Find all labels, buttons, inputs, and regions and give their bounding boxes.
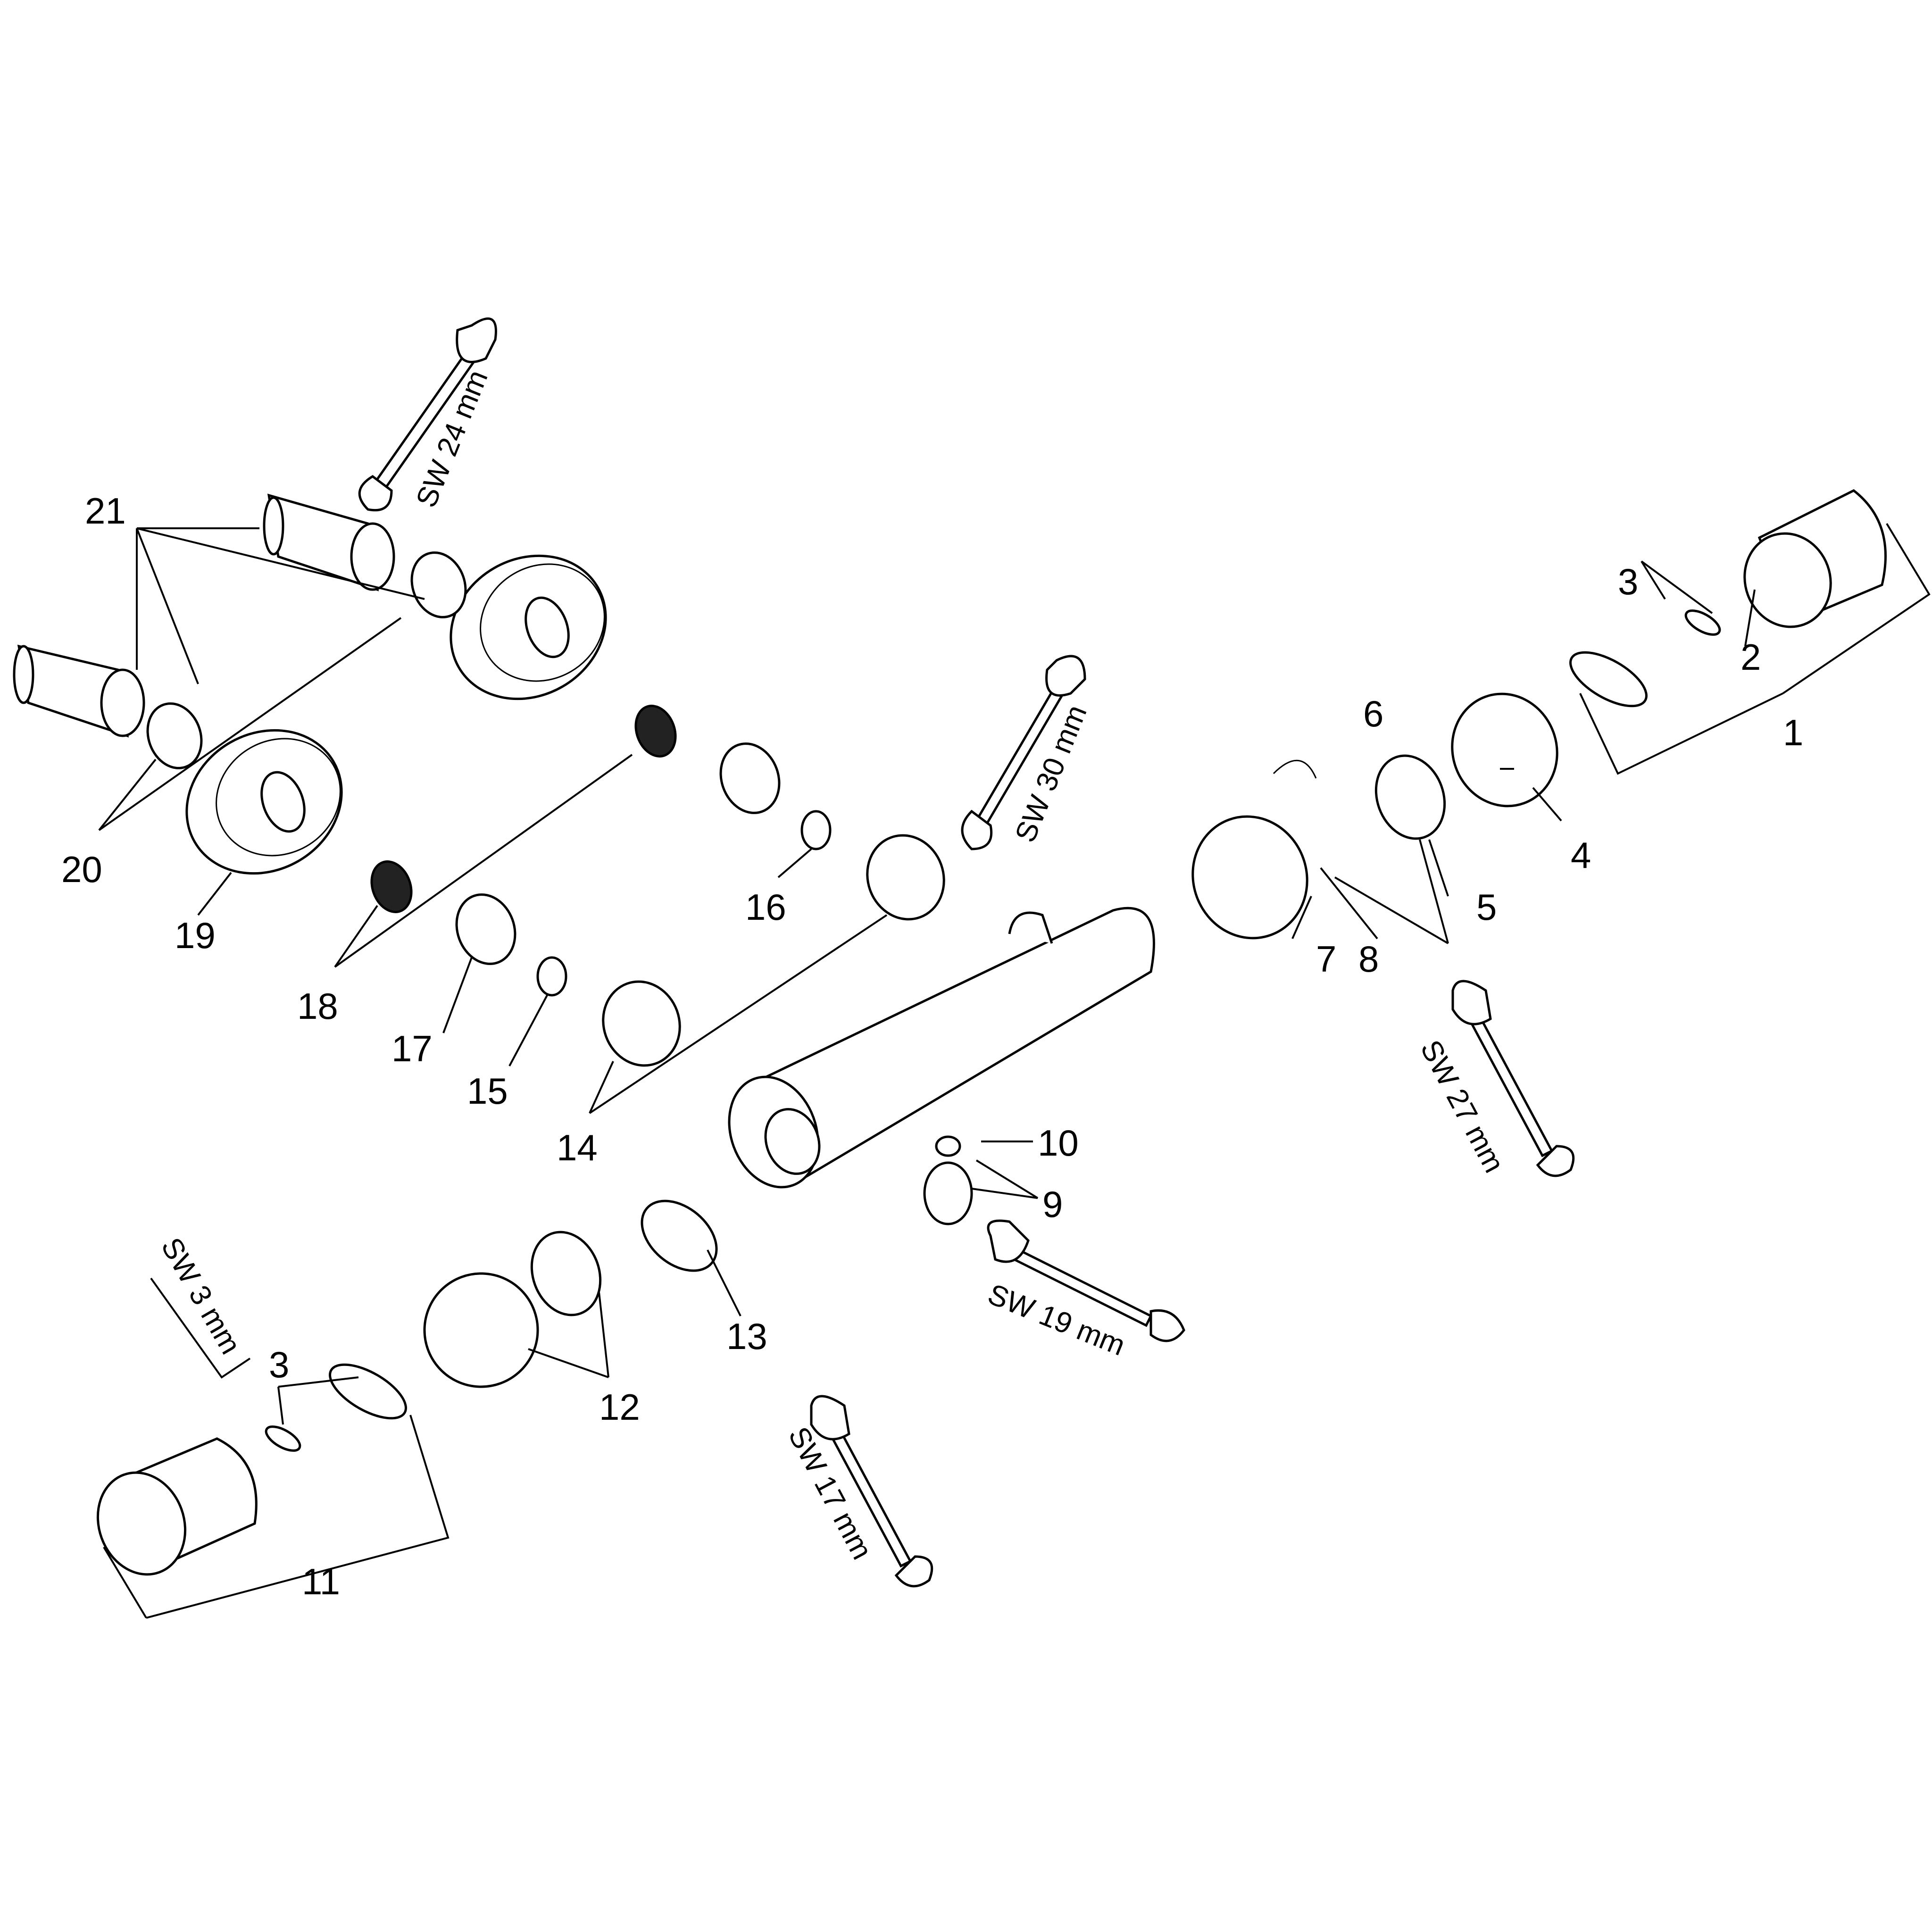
wrench-sw27-icon	[1451, 980, 1575, 1177]
spline-adapter-3-right	[1569, 651, 1648, 708]
cover-12	[423, 1272, 539, 1388]
label-sw19: SW 19 mm	[983, 1278, 1130, 1362]
insert-16	[800, 810, 832, 850]
wall-flange-upper	[450, 554, 607, 700]
hex-key-icon	[150, 1277, 251, 1379]
callout-17: 17	[391, 1028, 433, 1069]
wrench-sw19-icon	[987, 1219, 1185, 1342]
filter-upper	[634, 705, 677, 758]
union-nut-lower	[602, 980, 681, 1067]
s-union-upper	[263, 493, 395, 591]
flow-cartridge-13	[641, 1199, 718, 1272]
callout-16: 16	[745, 886, 786, 928]
callout-2: 2	[1740, 636, 1761, 678]
stop-ring-4	[1451, 692, 1558, 808]
callout-8: 8	[1358, 938, 1379, 980]
label-sw3: SW 3 mm	[155, 1232, 247, 1360]
callout-20: 20	[61, 849, 102, 890]
callout-15: 15	[467, 1070, 508, 1112]
screw-3-right	[1684, 609, 1721, 636]
ring-6	[1374, 754, 1446, 840]
callout-12: 12	[599, 1386, 640, 1428]
callout-3-left: 3	[269, 1344, 289, 1385]
callout-1: 1	[1783, 712, 1803, 753]
callout-18: 18	[297, 985, 338, 1027]
callout-19: 19	[175, 915, 216, 956]
handle-11-face	[96, 1471, 187, 1576]
screw-3-left	[265, 1425, 301, 1452]
callout-21: 21	[85, 490, 126, 532]
callout-11: 11	[302, 1561, 340, 1602]
callout-13: 13	[726, 1316, 767, 1357]
callout-7: 7	[1316, 938, 1336, 980]
callout-9: 9	[1042, 1183, 1063, 1225]
callout-4: 4	[1571, 834, 1591, 876]
check-valve-upper	[410, 551, 467, 618]
insert-15	[536, 956, 567, 997]
check-valve-lower	[146, 702, 203, 769]
wrench-sw30-icon	[961, 655, 1086, 850]
thread-adapter-upper	[719, 742, 781, 814]
spline-adapter-3-left	[329, 1363, 407, 1420]
wrench-sw24-icon	[358, 317, 497, 512]
callout-5: 5	[1476, 886, 1497, 928]
thermostat-body	[728, 907, 1155, 1189]
handle-2-face	[1743, 532, 1832, 628]
nut-12-inner	[530, 1231, 602, 1316]
wrench-sw17-icon	[810, 1395, 933, 1588]
wall-flange-lower	[185, 729, 343, 875]
label-sw30: SW 30 mm	[1009, 700, 1093, 847]
callout-10: 10	[1038, 1122, 1079, 1164]
filter-lower	[370, 860, 413, 913]
callout-14: 14	[557, 1127, 598, 1168]
callout-6: 6	[1363, 693, 1383, 734]
thermo-cartridge-7	[1191, 815, 1308, 940]
callout-3-right: 3	[1618, 561, 1638, 602]
reducer-9	[923, 1161, 973, 1225]
clip-8	[1273, 760, 1317, 779]
s-union-lower	[13, 644, 145, 738]
union-nut-upper	[866, 834, 945, 921]
leader-lines	[98, 523, 1931, 1619]
thread-adapter-lower	[455, 893, 516, 965]
check-ring-10	[935, 1135, 961, 1157]
